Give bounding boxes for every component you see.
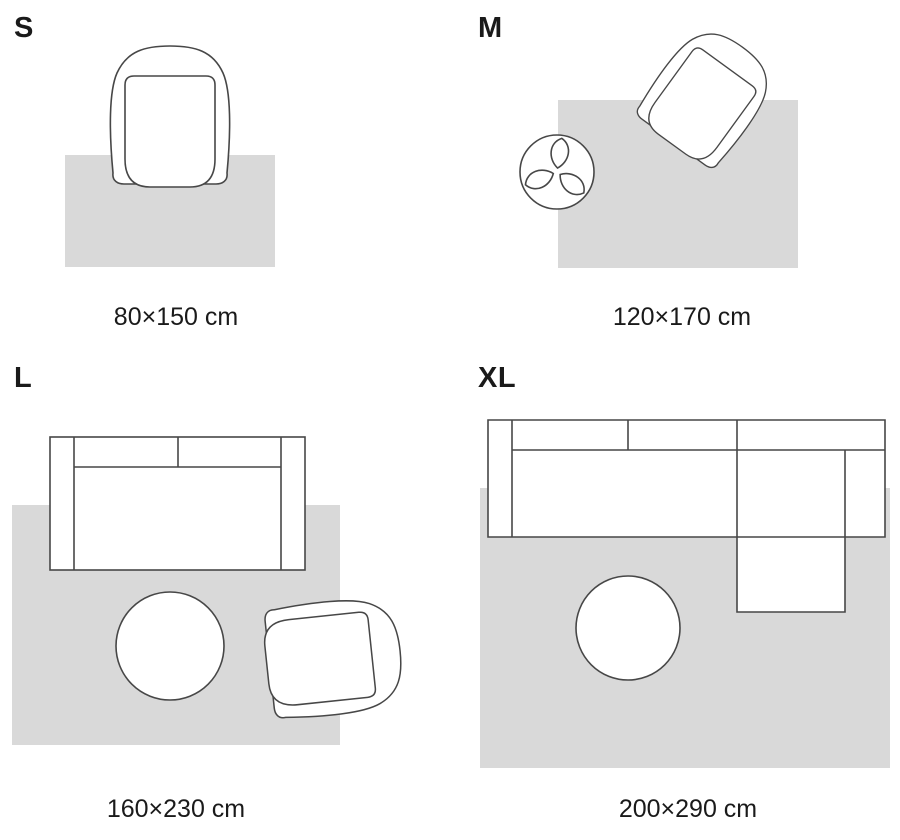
size-label-xl: XL bbox=[478, 362, 517, 394]
size-label-l: L bbox=[14, 362, 33, 394]
panel-s-illustration bbox=[65, 45, 275, 267]
armchair-icon bbox=[109, 45, 231, 188]
size-caption-s: 80×150 cm bbox=[113, 303, 239, 331]
sofa-icon bbox=[49, 436, 306, 571]
corner-sofa-icon bbox=[487, 419, 886, 613]
armchair-icon bbox=[260, 593, 407, 723]
panel-m-illustration bbox=[519, 16, 798, 268]
size-label-s: S bbox=[14, 12, 34, 44]
size-caption-m: 120×170 cm bbox=[612, 303, 752, 331]
size-caption-l: 160×230 cm bbox=[106, 795, 246, 823]
panel-xl-illustration bbox=[480, 419, 890, 768]
round-table-icon bbox=[575, 575, 681, 681]
panel-l-illustration bbox=[12, 436, 407, 745]
size-caption-xl: 200×290 cm bbox=[618, 795, 758, 823]
round-table-icon bbox=[115, 591, 225, 701]
size-label-m: M bbox=[478, 12, 503, 44]
